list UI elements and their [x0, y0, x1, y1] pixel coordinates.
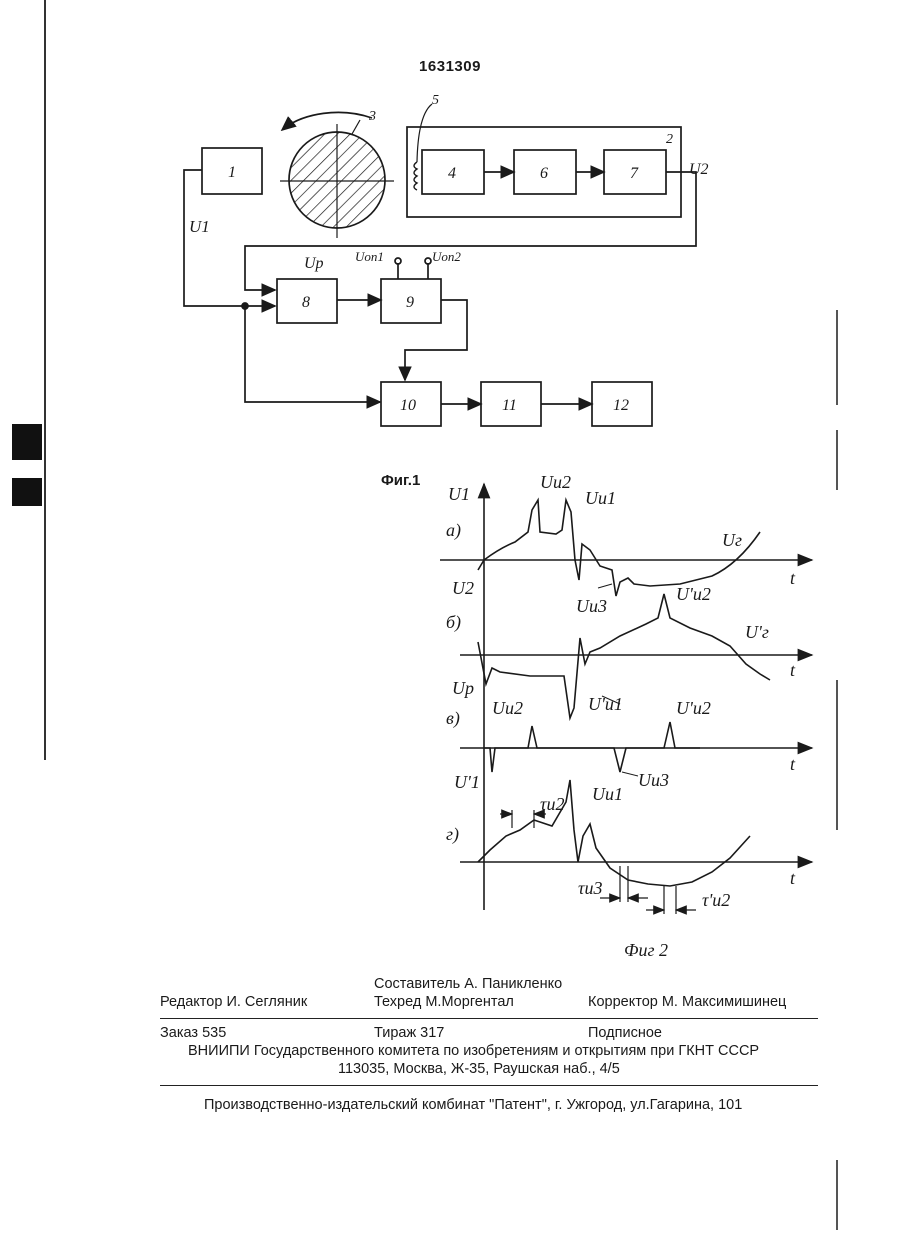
org-line: ВНИИПИ Государственного комитета по изоб…	[188, 1043, 759, 1059]
panel-c-letter: в)	[446, 708, 460, 729]
scan-edge-right-4	[836, 1160, 838, 1230]
label-c-uu2p: U'и2	[676, 698, 711, 718]
block-12-label: 12	[613, 397, 629, 414]
order-line: Заказ 535	[160, 1025, 226, 1041]
waveform-a	[478, 500, 760, 596]
block-9-label: 9	[406, 294, 414, 311]
disc-label: 3	[368, 109, 376, 124]
techred-line: Техред М.Моргентал	[374, 994, 514, 1010]
label-d-tau-u3: τи3	[578, 878, 602, 898]
u1-label: U1	[189, 217, 210, 236]
label-a-ug: Uг	[722, 530, 742, 550]
t-label-d: t	[790, 868, 796, 888]
t-label-a: t	[790, 568, 796, 588]
axis-u1p: U'1	[454, 772, 480, 792]
figure-2-caption: Фиг 2	[624, 940, 668, 961]
panel-a-letter: а)	[446, 520, 461, 541]
coil-label: 5	[432, 93, 439, 108]
panel-d-letter: г)	[446, 824, 459, 845]
block-8-label: 8	[302, 294, 310, 311]
label-a-uu1: Uи1	[585, 488, 616, 508]
publisher-line: Производственно-издательский комбинат "П…	[204, 1097, 742, 1113]
label-a-uu3: Uи3	[576, 596, 607, 616]
panel-b-letter: б)	[446, 612, 461, 633]
coil-5	[414, 162, 417, 190]
editor-line: Редактор И. Сегляник	[160, 994, 307, 1010]
compiler-line: Составитель А. Паникленко	[374, 976, 562, 992]
axis-up: Up	[452, 678, 474, 698]
address-line: 113035, Москва, Ж-35, Раушская наб., 4/5	[338, 1061, 620, 1077]
uon2-label: Uоп2	[432, 249, 461, 264]
label-c-uu3: Uи3	[638, 770, 669, 790]
block-6-label: 6	[540, 165, 548, 182]
footer-rule-bottom	[160, 1085, 818, 1086]
label-d-tau-u2p: τ'и2	[702, 890, 730, 910]
label-b-uu1: U'и1	[588, 694, 623, 714]
axis-u2: U2	[452, 578, 474, 598]
block-diagram: 1 4 6 7 8 9 10 11 12 3 5 2 U1 U2 Up Uоп1…	[0, 0, 900, 520]
block-1-label: 1	[228, 164, 236, 181]
footer-rule-top	[160, 1018, 818, 1019]
block-4-label: 4	[448, 165, 456, 182]
subscription-line: Подписное	[588, 1025, 662, 1041]
up-label: Up	[304, 255, 324, 272]
t-label-b: t	[790, 660, 796, 680]
label-d-tau-u2: τи2	[540, 794, 564, 814]
uon1-label: Uоп1	[355, 249, 384, 264]
rotation-arrow	[282, 112, 372, 130]
label-d-uu1: Uи1	[592, 784, 623, 804]
circulation-line: Тираж 317	[374, 1025, 444, 1041]
label-a-uu2: Uи2	[540, 472, 571, 492]
block-11-label: 11	[502, 397, 517, 414]
t-label-c: t	[790, 754, 796, 774]
block-10-label: 10	[400, 397, 416, 414]
corrector-line: Корректор М. Максимишинец	[588, 994, 786, 1010]
block-7-label: 7	[630, 165, 639, 182]
u2-label: U2	[689, 161, 709, 178]
waveform-diagram: U1 а) Uи2 Uи1 Uи3 Uг t U2 б) U'и2 U'г U'…	[0, 470, 900, 930]
label-b-ug: U'г	[745, 622, 769, 642]
waveform-c	[484, 722, 700, 772]
label-b-uu2: U'и2	[676, 584, 711, 604]
label-c-uu2: Uи2	[492, 698, 523, 718]
axis-u1: U1	[448, 484, 470, 504]
unit-2-label: 2	[666, 132, 673, 147]
